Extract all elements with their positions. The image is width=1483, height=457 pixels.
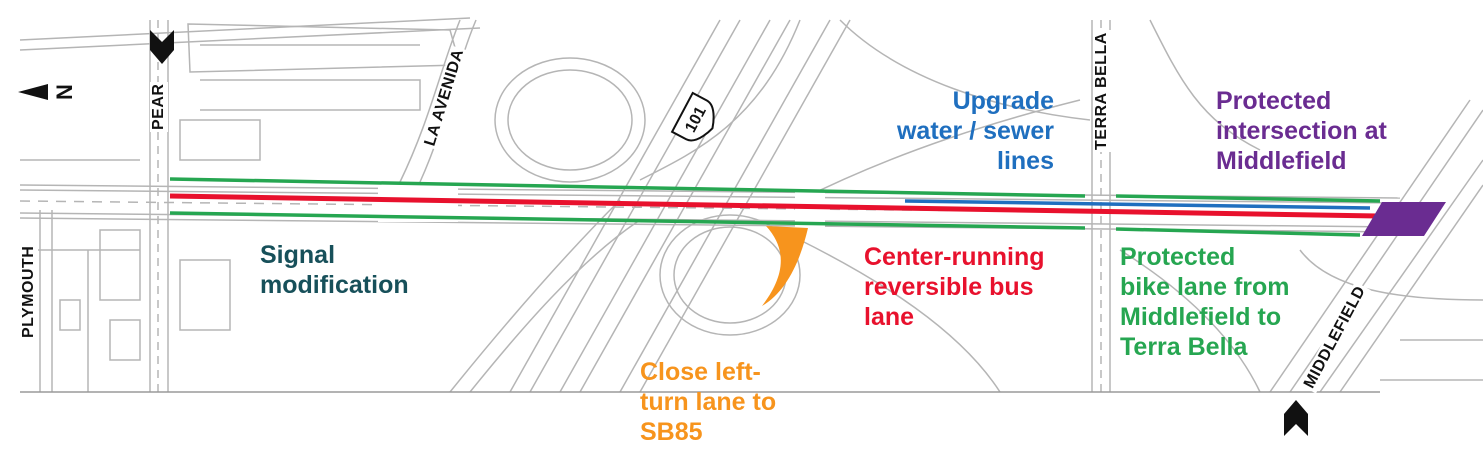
bike-lane-south bbox=[169, 211, 1086, 230]
label-close-left-turn: Close left- turn lane to SB85 bbox=[640, 358, 777, 446]
bike-lane-north-east bbox=[1115, 194, 1381, 203]
north-label: N bbox=[52, 84, 77, 100]
label-signal-modification: Signal modification bbox=[260, 241, 409, 299]
street-label-pear: PEAR bbox=[150, 81, 168, 132]
bus-lane-line bbox=[169, 193, 1379, 219]
close-left-turn-region bbox=[762, 226, 808, 306]
chevron-up-icon bbox=[1284, 400, 1308, 436]
highway-101-shield: 101 bbox=[670, 91, 715, 142]
label-upgrade-water-sewer: Upgrade water / sewer lines bbox=[896, 87, 1054, 175]
chevron-down-icon bbox=[150, 30, 174, 64]
street-label-plymouth: PLYMOUTH bbox=[20, 243, 38, 340]
bike-lane-lines bbox=[169, 177, 1381, 237]
protected-intersection-shape bbox=[1362, 202, 1446, 236]
label-center-running-bus: Center-running reversible bus lane bbox=[864, 243, 1045, 331]
street-label-terra-bella: TERRA BELLA bbox=[1093, 30, 1111, 152]
water-sewer-line bbox=[904, 199, 1371, 210]
bike-lane-south-east bbox=[1115, 227, 1361, 237]
label-protected-intersection: Protected intersection at Middlefield bbox=[1216, 87, 1387, 175]
north-arrow-icon: N bbox=[18, 84, 77, 100]
label-protected-bike-lane: Protected bike lane from Middlefield to … bbox=[1120, 243, 1290, 361]
bike-lane-north bbox=[169, 177, 1086, 198]
